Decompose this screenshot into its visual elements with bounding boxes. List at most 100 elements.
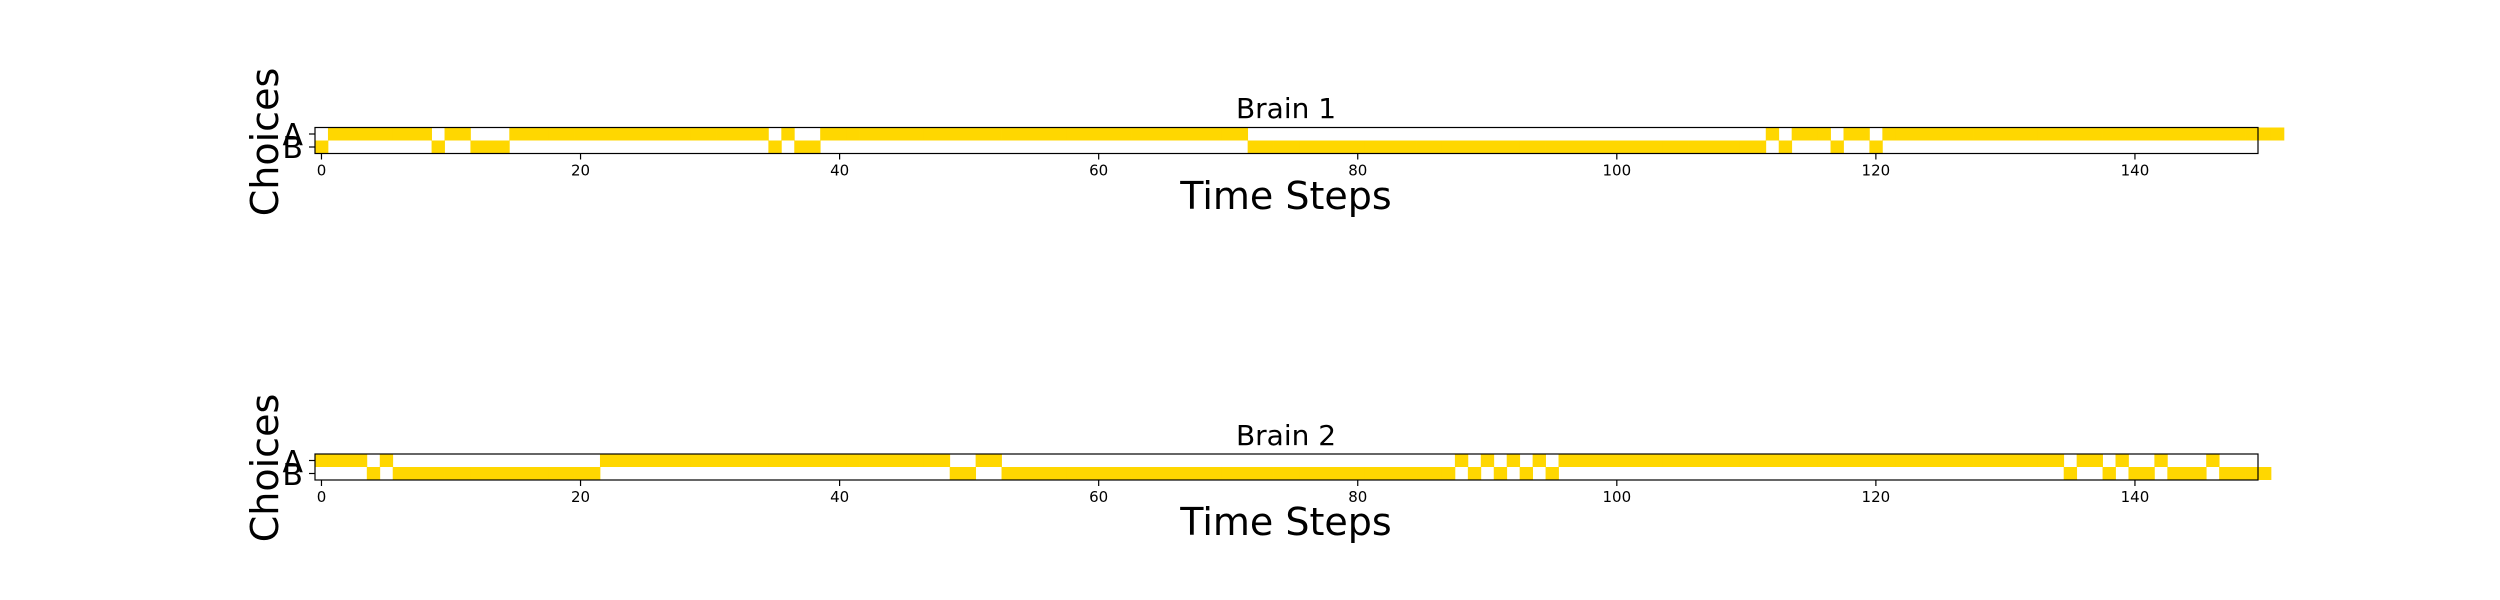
cell-27-a — [664, 127, 679, 141]
x-tick-label: 80 — [1348, 162, 1367, 180]
cell-10-a — [444, 127, 458, 141]
cell-37-b — [794, 140, 808, 154]
x-tick-label: 140 — [2121, 488, 2150, 506]
cell-25-a — [638, 454, 653, 467]
cell-25-a — [638, 127, 653, 141]
cell-32-a — [729, 454, 743, 467]
cell-105-a — [1675, 454, 1689, 467]
cell-54-a — [1014, 127, 1028, 141]
cell-150-b — [2258, 467, 2272, 480]
cell-135-a — [2063, 127, 2078, 141]
cell-107-b — [1701, 140, 1715, 154]
cell-113-b — [1778, 140, 1793, 154]
cell-110-b — [1739, 140, 1754, 154]
cell-37-a — [794, 454, 808, 467]
cell-136-a — [2076, 454, 2091, 467]
chart-title: Brain 1 — [1236, 92, 1336, 125]
cell-86-b — [1428, 467, 1443, 480]
cell-130-a — [1998, 454, 2013, 467]
cell-149-b — [2245, 467, 2259, 480]
cell-13-b — [483, 140, 497, 154]
cell-110-a — [1739, 454, 1754, 467]
cell-27-a — [664, 454, 679, 467]
cell-127-a — [1960, 454, 1974, 467]
cell-79-b — [1338, 467, 1352, 480]
cell-94-b — [1532, 140, 1546, 154]
cell-74-b — [1273, 140, 1287, 154]
cell-68-a — [1195, 127, 1210, 141]
cell-129-a — [1985, 454, 2000, 467]
cell-28-a — [677, 454, 692, 467]
cell-39-a — [820, 127, 834, 141]
cell-147-b — [2219, 467, 2233, 480]
cell-88-a — [1454, 454, 1469, 467]
x-tick-label: 120 — [1862, 162, 1891, 180]
cell-66-b — [1169, 467, 1184, 480]
cell-114-a — [1791, 454, 1806, 467]
cell-51-a — [975, 127, 989, 141]
cell-70-b — [1221, 467, 1236, 480]
cell-107-a — [1701, 454, 1715, 467]
cell-122-a — [1895, 127, 1909, 141]
cell-109-b — [1726, 140, 1741, 154]
cell-129-a — [1985, 127, 2000, 141]
cell-99-b — [1597, 140, 1611, 154]
cell-151-a — [2270, 127, 2285, 141]
cell-24-a — [625, 127, 640, 141]
cell-91-b — [1493, 467, 1508, 480]
cell-102-b — [1636, 140, 1650, 154]
cell-146-a — [2206, 127, 2220, 141]
cell-39-a — [820, 454, 834, 467]
cell-44-a — [884, 127, 899, 141]
cell-134-a — [2050, 454, 2065, 467]
x-axis-label: Time Steps — [1179, 500, 1391, 544]
cell-88-b — [1454, 140, 1469, 154]
cell-124-a — [1921, 454, 1935, 467]
cell-3-a — [353, 454, 368, 467]
cell-49-b — [949, 467, 964, 480]
cell-93-b — [1519, 140, 1534, 154]
cell-8-a — [418, 127, 432, 141]
cell-80-b — [1351, 467, 1365, 480]
cell-71-a — [1234, 127, 1249, 141]
cell-74-b — [1273, 467, 1287, 480]
cell-14-b — [496, 467, 510, 480]
cell-85-b — [1416, 140, 1430, 154]
x-tick-label: 0 — [317, 162, 327, 180]
cell-85-b — [1416, 467, 1430, 480]
cell-26-a — [651, 127, 666, 141]
cell-142-a — [2154, 454, 2168, 467]
cell-22-a — [599, 127, 614, 141]
cell-35-a — [768, 454, 782, 467]
cell-51-a — [975, 454, 989, 467]
cell-101-b — [1623, 140, 1637, 154]
cell-97-a — [1571, 454, 1585, 467]
cell-137-a — [2089, 454, 2103, 467]
cell-19-b — [561, 467, 575, 480]
cell-38-a — [807, 454, 821, 467]
cell-41-a — [846, 127, 860, 141]
row-label-b: B — [282, 458, 303, 493]
cell-73-b — [1260, 467, 1274, 480]
cell-0-a — [315, 454, 329, 467]
cell-34-a — [755, 127, 769, 141]
cell-2-a — [340, 454, 355, 467]
x-tick-label: 60 — [1089, 162, 1108, 180]
cell-12-b — [470, 140, 484, 154]
cell-134-a — [2050, 127, 2065, 141]
cell-15-b — [509, 467, 523, 480]
cell-35-b — [768, 140, 782, 154]
cell-135-b — [2063, 467, 2078, 480]
cell-116-a — [1817, 127, 1831, 141]
cell-96-b — [1558, 140, 1572, 154]
cell-75-b — [1286, 467, 1300, 480]
cell-56-a — [1040, 127, 1054, 141]
cell-9-b — [431, 140, 445, 154]
cell-1-a — [327, 127, 342, 141]
cell-61-b — [1105, 467, 1119, 480]
cell-128-a — [1973, 127, 1987, 141]
cell-124-a — [1921, 127, 1935, 141]
cell-89-b — [1467, 467, 1482, 480]
